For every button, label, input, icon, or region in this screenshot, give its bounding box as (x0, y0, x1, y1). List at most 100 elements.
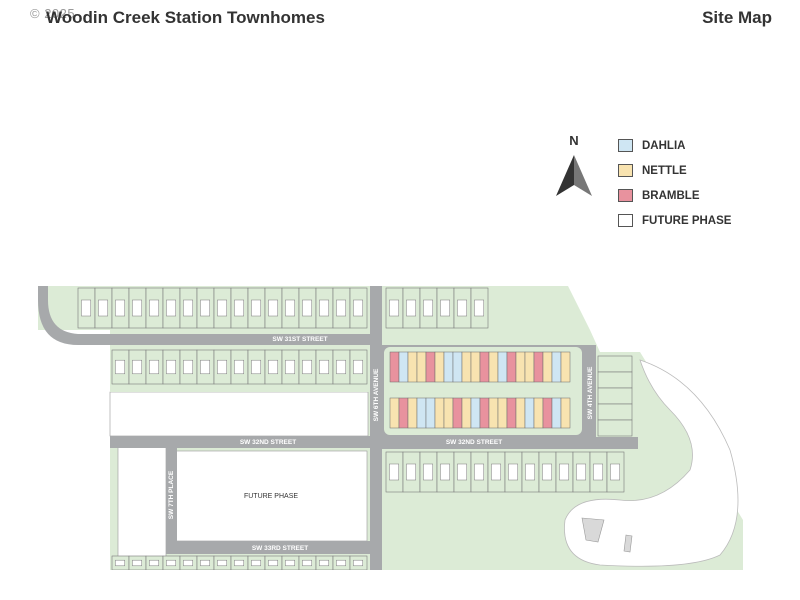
house-footprint (234, 299, 244, 317)
house-footprint (406, 463, 416, 481)
house-footprint (251, 559, 261, 567)
legend-swatch-nettle (618, 164, 633, 177)
house-footprint (183, 359, 193, 375)
lots-south-row (385, 451, 625, 493)
lot (597, 355, 633, 373)
townhome-unit (416, 351, 427, 383)
lot (597, 371, 633, 389)
house-footprint (115, 299, 126, 317)
townhome-unit (425, 397, 436, 429)
house-footprint (457, 463, 467, 481)
house-footprint (423, 299, 433, 317)
house-footprint (132, 299, 142, 317)
house-footprint (268, 559, 278, 567)
house-footprint (491, 463, 501, 481)
lot (597, 403, 633, 421)
house-footprint (149, 359, 159, 375)
house-footprint (423, 463, 433, 481)
townhome-unit (515, 397, 526, 429)
house-footprint (268, 359, 278, 375)
lot (597, 387, 633, 405)
lots-east-column (597, 355, 633, 437)
north-arrow-icon (556, 155, 592, 196)
townhome-unit (407, 397, 418, 429)
legend-swatch-bramble (618, 189, 633, 202)
page-subtitle: Site Map (702, 8, 772, 27)
townhome-unit (452, 397, 463, 429)
house-footprint (234, 559, 244, 567)
house-footprint (336, 359, 346, 375)
house-footprint (406, 299, 416, 317)
house-footprint (610, 463, 621, 481)
house-footprint (319, 359, 329, 375)
townhome-unit (542, 351, 553, 383)
townhome-unit (425, 351, 436, 383)
townhome-unit (497, 351, 508, 383)
house-footprint (576, 463, 587, 481)
townhome-unit (452, 351, 463, 383)
lots-north-row (77, 287, 368, 329)
house-footprint (200, 559, 210, 567)
townhome-unit (524, 351, 535, 383)
lots-31st-row (111, 349, 368, 385)
house-footprint (251, 299, 261, 317)
legend-item-bramble: BRAMBLE (618, 183, 731, 208)
townhome-unit (551, 397, 562, 429)
house-footprint (268, 299, 278, 317)
house-footprint (183, 559, 193, 567)
future-phase-label: FUTURE PHASE (244, 493, 298, 500)
house-footprint (200, 359, 210, 375)
townhome-unit (560, 351, 571, 383)
townhome-unit (497, 397, 508, 429)
legend-swatch-dahlia (618, 139, 633, 152)
house-footprint (353, 359, 363, 375)
compass: N (552, 133, 596, 203)
lots-33rd-row (111, 555, 368, 570)
house-footprint (302, 359, 312, 375)
house-footprint (319, 299, 329, 317)
house-footprint (166, 559, 176, 567)
townhome-unit (443, 351, 454, 383)
townhome-unit (434, 351, 445, 383)
street-label-sw4th: SW 4TH AVENUE (587, 366, 594, 419)
legend-item-dahlia: DAHLIA (618, 133, 731, 158)
house-footprint (440, 463, 450, 481)
future-phase-parcel-west (117, 445, 167, 570)
house-footprint (474, 463, 484, 481)
townhome-unit (488, 397, 499, 429)
townhome-unit (560, 397, 571, 429)
townhome-unit (551, 351, 562, 383)
legend-item-nettle: NETTLE (618, 158, 731, 183)
townhome-unit (416, 397, 427, 429)
legend-item-future-phase: FUTURE PHASE (618, 208, 731, 233)
open-parcel (109, 391, 369, 437)
house-footprint (217, 299, 227, 317)
house-footprint (542, 463, 553, 481)
townhome-unit (398, 397, 409, 429)
page-title: Woodin Creek Station Townhomes (46, 8, 325, 27)
house-footprint (166, 359, 176, 375)
north-label: N (569, 133, 579, 148)
townhome-unit (488, 351, 499, 383)
legend-label: DAHLIA (642, 139, 686, 152)
house-footprint (200, 299, 210, 317)
townhome-unit (479, 397, 490, 429)
future-phase-parcel (175, 450, 368, 542)
house-footprint (559, 463, 570, 481)
house-footprint (525, 463, 536, 481)
townhome-unit (470, 351, 481, 383)
street-label-sw7th: SW 7TH PLACE (168, 470, 175, 519)
street-label-sw31st: SW 31ST STREET (272, 336, 327, 343)
pond (564, 359, 739, 567)
house-footprint (319, 559, 329, 567)
townhome-unit (398, 351, 409, 383)
house-footprint (132, 359, 142, 375)
house-footprint (217, 559, 227, 567)
street-label-sw33rd: SW 33RD STREET (252, 545, 308, 552)
house-footprint (285, 299, 295, 317)
townhome-unit (542, 397, 553, 429)
lots-ne-row (385, 287, 489, 329)
townhome-unit (506, 397, 517, 429)
house-footprint (336, 559, 346, 567)
